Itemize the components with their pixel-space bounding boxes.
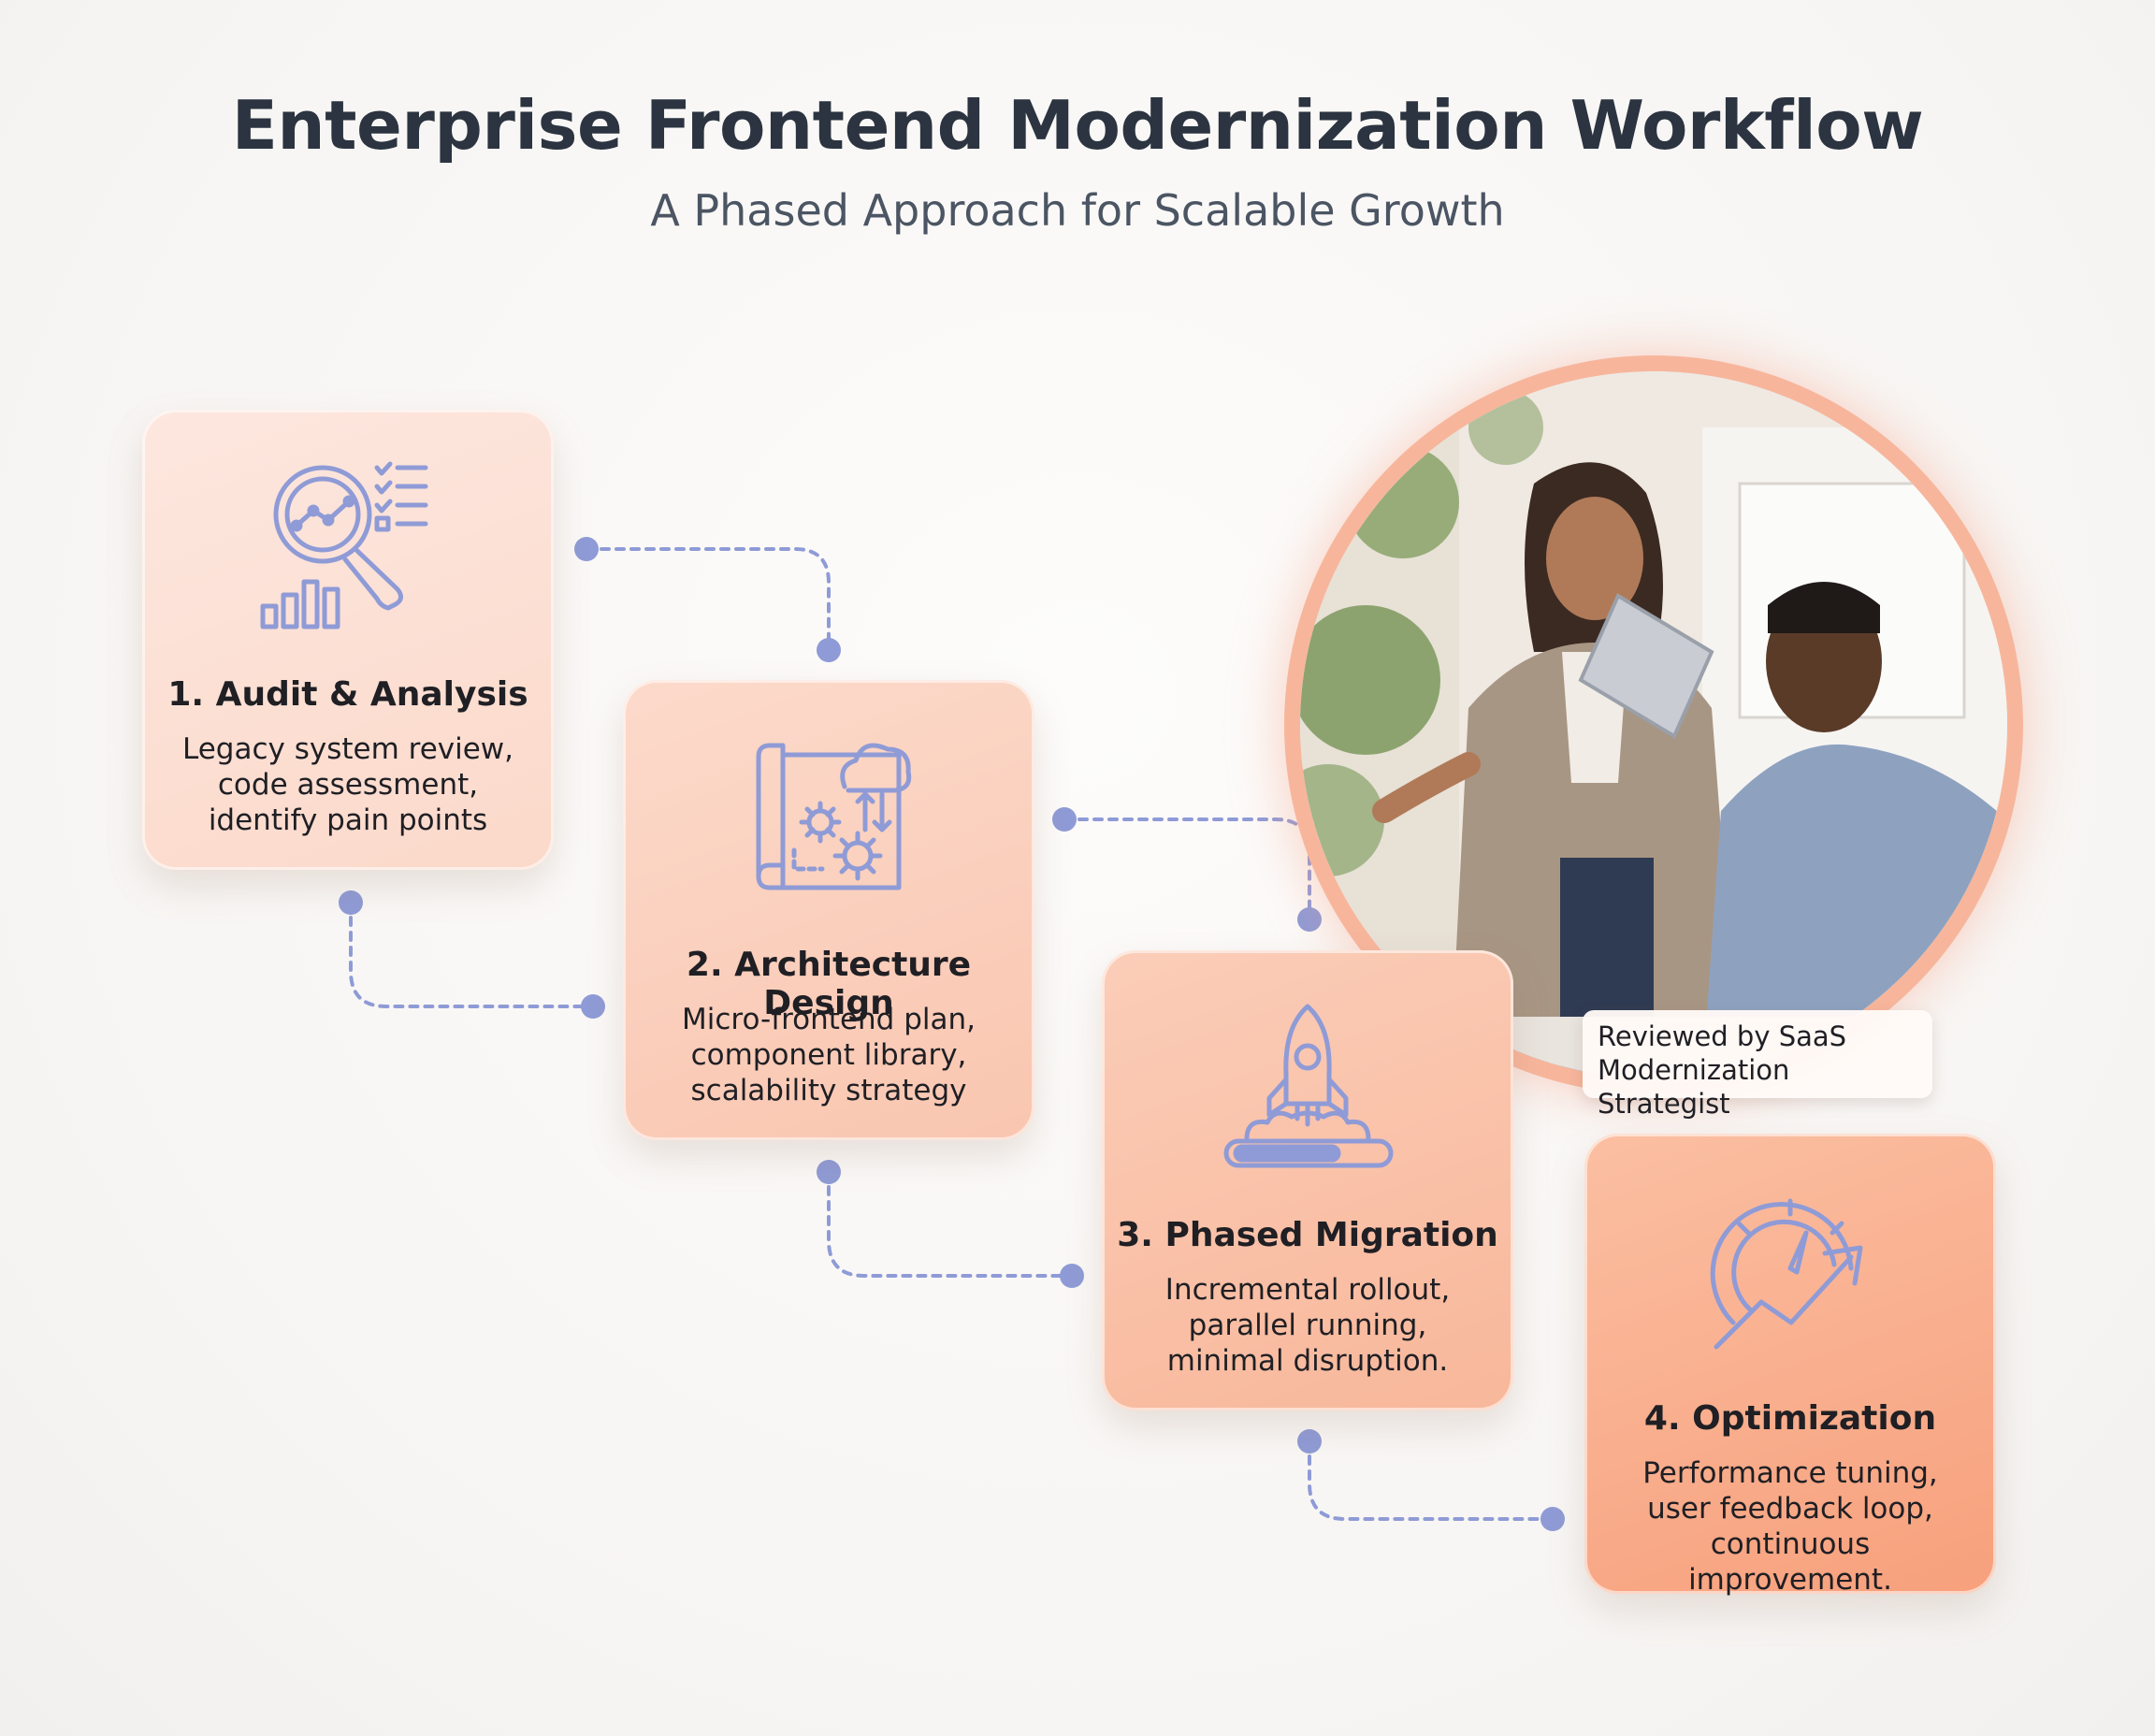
connector-2-3-top xyxy=(1063,817,1311,921)
connector-dot xyxy=(1297,1429,1322,1454)
step-title: 1. Audit & Analysis xyxy=(167,675,528,714)
connector-dot xyxy=(1052,807,1077,832)
connector-3-4-bottom xyxy=(1308,1439,1555,1521)
step-card-migration: 3. Phased Migration Incremental rollout,… xyxy=(1102,950,1513,1410)
connector-dot xyxy=(339,890,363,915)
magnifier-chart-icon xyxy=(260,461,428,629)
step-description: Legacy system review, code assessment, i… xyxy=(181,732,514,837)
step-description: Performance tuning, user feedback loop, … xyxy=(1642,1456,1938,1597)
connector-dot xyxy=(817,1160,841,1184)
rocket-launch-icon xyxy=(1223,1004,1394,1168)
connector-1-2-top xyxy=(585,547,831,652)
step-card-architecture: 2. Architecture Design Micro-frontend pl… xyxy=(623,680,1034,1140)
page-title: Enterprise Frontend Modernization Workfl… xyxy=(231,86,1924,165)
step-title: 4. Optimization xyxy=(1643,1399,1937,1438)
connector-dot xyxy=(1060,1264,1084,1288)
reviewer-badge: Reviewed by SaaS Modernization Strategis… xyxy=(1583,1010,1932,1120)
step-title: 2. Architecture Design xyxy=(686,946,972,1022)
team-photo xyxy=(1300,371,2007,1078)
gauge-growth-icon xyxy=(1710,1198,1863,1350)
connector-dot xyxy=(1540,1507,1565,1531)
page-subtitle: A Phased Approach for Scalable Growth xyxy=(650,185,1505,236)
step-description: Micro-frontend plan, component library, … xyxy=(682,1003,976,1107)
blueprint-gears-cloud-icon xyxy=(756,743,912,890)
step-description: Incremental rollout, parallel running, m… xyxy=(1164,1273,1451,1378)
connector-dot xyxy=(817,638,841,662)
connector-dot xyxy=(1297,907,1322,932)
connector-1-2-bottom xyxy=(349,901,595,1008)
connector-2-3-bottom xyxy=(827,1170,1074,1278)
step-title: 3. Phased Migration xyxy=(1117,1216,1498,1254)
connector-dot xyxy=(574,537,599,561)
step-card-optimization: 4. Optimization Performance tuning, user… xyxy=(1584,1134,1996,1597)
step-card-audit: 1. Audit & Analysis Legacy system review… xyxy=(142,410,554,870)
connector-dot xyxy=(581,994,605,1019)
